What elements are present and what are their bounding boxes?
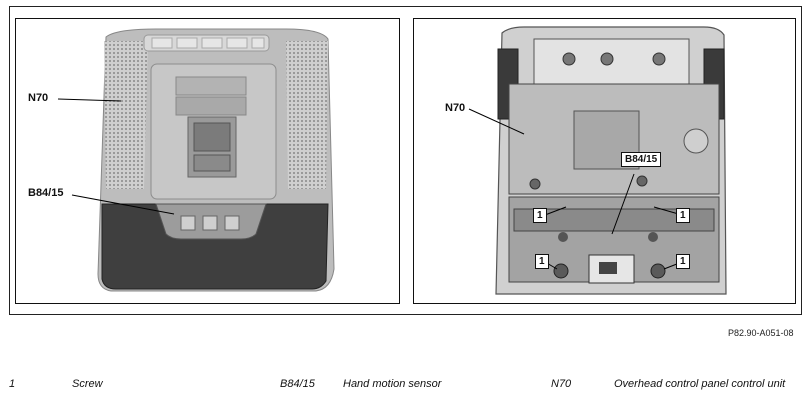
callout-screw: 1 — [676, 254, 690, 269]
b84-leader-line — [611, 173, 635, 235]
callout-screw: 1 — [533, 208, 547, 223]
callout-b84-left: B84/15 — [28, 187, 64, 199]
legend-label: Overhead control panel control unit — [614, 378, 786, 390]
legend-code: B84/15 — [280, 378, 315, 390]
callout-screw: 1 — [535, 254, 549, 269]
callout-n70-right: N70 — [445, 102, 466, 114]
legend-code: N70 — [551, 378, 572, 390]
n70-leader-line — [468, 108, 525, 135]
b84-leader-line — [71, 194, 175, 215]
n70-leader-line — [57, 98, 122, 102]
right-figure-panel: N70 B84/15 1 1 1 1 — [413, 18, 796, 304]
callout-n70-left: N70 — [28, 92, 49, 104]
legend-label: Screw — [72, 378, 103, 390]
callout-b84-right: B84/15 — [621, 152, 662, 167]
legend-code: 1 — [9, 378, 16, 390]
overhead-panel-rear-illustration — [468, 26, 727, 295]
screw-leader-line — [544, 206, 567, 216]
overhead-panel-front-illustration — [57, 28, 335, 292]
figure-reference: P82.90-A051-08 — [728, 328, 794, 338]
figure-frame — [9, 6, 802, 315]
callout-screw: 1 — [676, 208, 690, 223]
left-figure-panel: N70 B84/15 — [15, 18, 400, 304]
legend-label: Hand motion sensor — [343, 378, 442, 390]
